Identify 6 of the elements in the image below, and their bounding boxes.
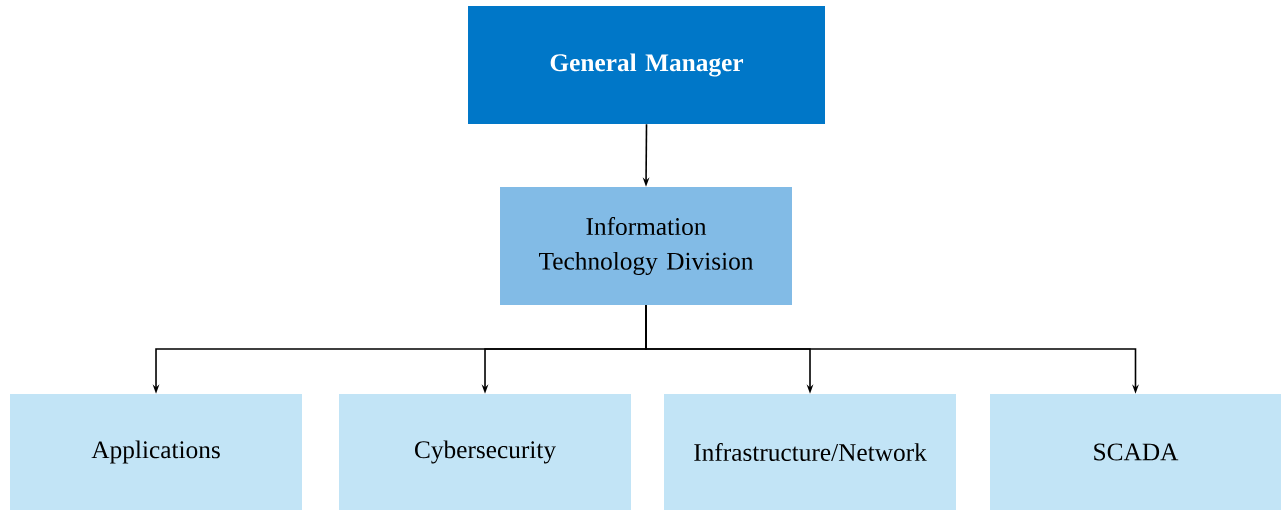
unit-box: Applications xyxy=(10,394,302,510)
unit-box: Infrastructure/Network xyxy=(664,394,956,510)
unit-box: SCADA xyxy=(990,394,1281,510)
manager-box: General Manager xyxy=(468,6,825,124)
unit-box: Cybersecurity xyxy=(339,394,631,510)
division-box: Information Technology Division xyxy=(500,187,792,305)
